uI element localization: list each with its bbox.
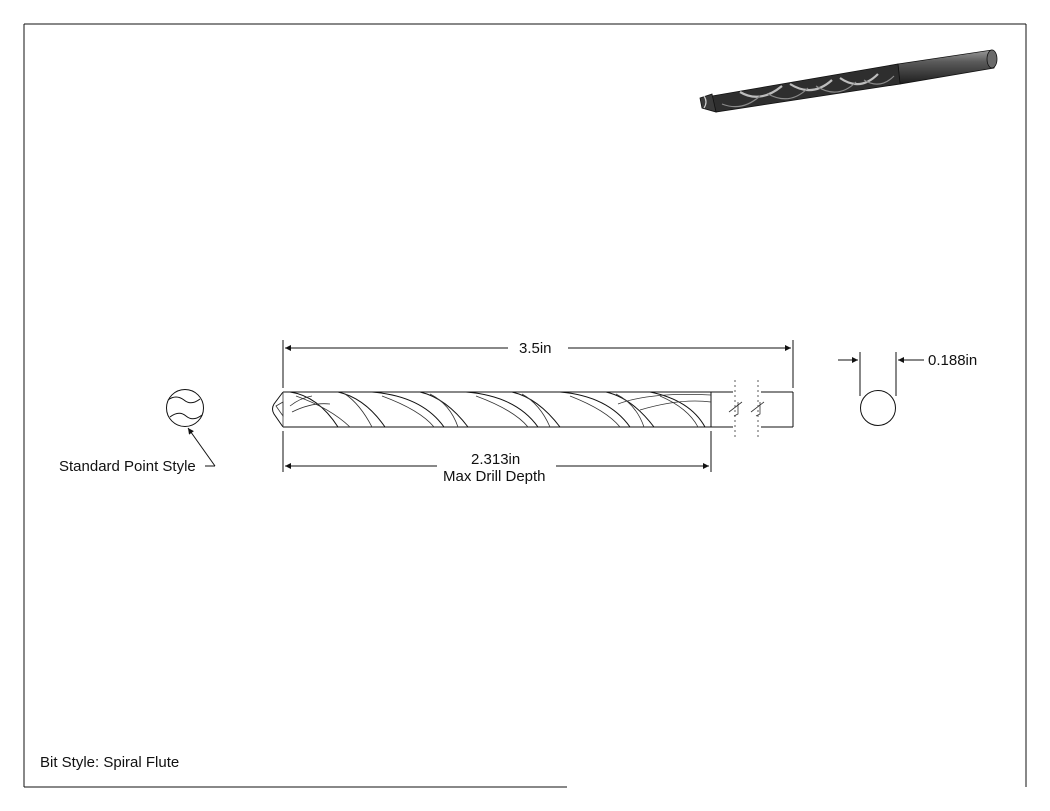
overall-length-dimension bbox=[282, 340, 794, 388]
drill-bit-side-view bbox=[272, 380, 794, 440]
point-style-leader bbox=[187, 427, 216, 467]
bit-style-label: Bit Style: Spiral Flute bbox=[40, 754, 180, 771]
shank-end-view bbox=[860, 390, 896, 426]
point-end-view bbox=[166, 389, 204, 427]
diameter-dimension bbox=[838, 352, 924, 396]
drill-depth-dimension bbox=[282, 431, 712, 472]
drill-depth-value-label: 2.313in bbox=[471, 451, 521, 468]
diameter-label: 0.188in bbox=[928, 352, 978, 369]
point-style-label: Standard Point Style bbox=[59, 458, 196, 475]
drawing-frame bbox=[23, 23, 1027, 788]
drill-depth-caption-label: Max Drill Depth bbox=[443, 468, 546, 485]
drill-bit-3d-view bbox=[699, 49, 998, 113]
overall-length-label: 3.5in bbox=[519, 340, 552, 357]
